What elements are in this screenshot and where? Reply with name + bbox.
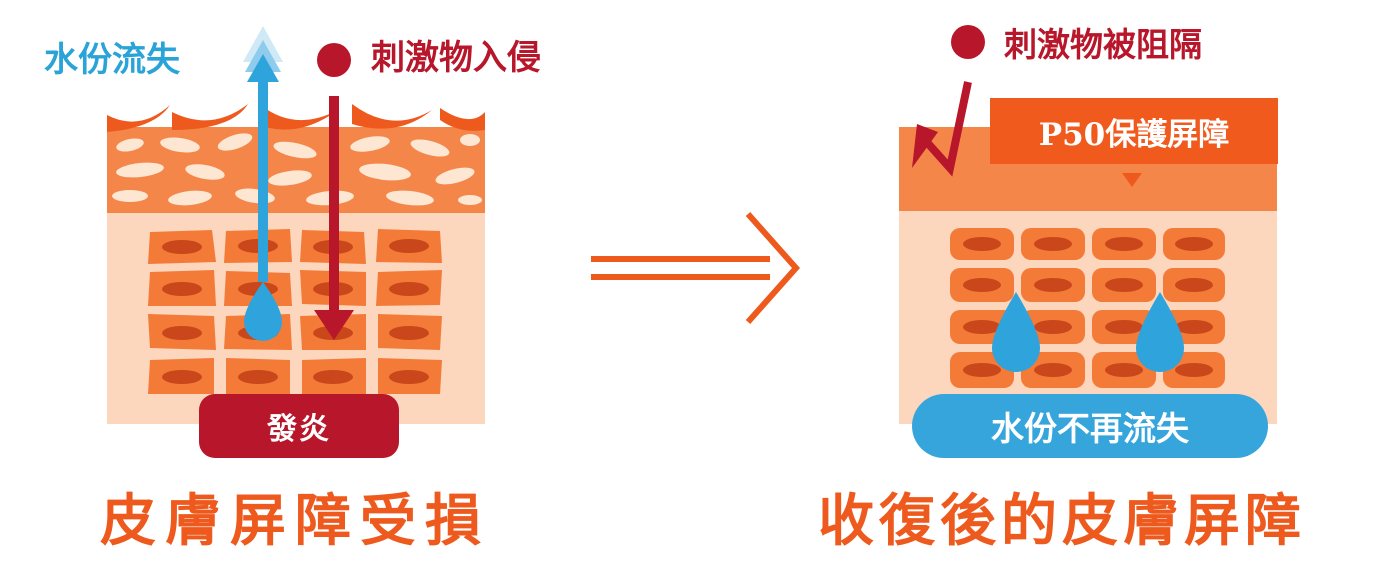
damaged-barrier-caption: 皮膚屏障受損 [100, 488, 490, 554]
irritant-blocked-label: 刺激物被阻隔 [1004, 25, 1202, 64]
water-loss-label: 水份流失 [44, 40, 180, 80]
damaged-surface-edge [107, 104, 485, 132]
red-dot-icon [951, 25, 985, 59]
damaged-skin-section [107, 26, 485, 424]
irritant-invasion-label: 刺激物入侵 [371, 38, 541, 78]
irritant-arrow [314, 43, 354, 340]
water-retained-badge: 水份不再流失 [912, 394, 1268, 458]
barrier-pointer [1122, 173, 1142, 187]
restored-skin-section [899, 25, 1277, 424]
p50-barrier-box: P50保護屏障 [990, 98, 1278, 164]
deflected-irritant-arrow [912, 81, 972, 177]
water-drop-icon [244, 282, 282, 341]
restored-barrier-caption: 收復後的皮膚屏障 [818, 488, 1306, 554]
water-drop-icon [992, 292, 1040, 372]
double-line-right-arrow-icon [591, 212, 801, 324]
healthy-cells [950, 228, 1225, 388]
p50-barrier-label: P50保護屏障 [1038, 116, 1230, 153]
water-drop-icon [1136, 292, 1184, 372]
red-dot-icon [317, 43, 351, 77]
water-loss-arrow [243, 26, 283, 341]
inflammation-badge: 發炎 [199, 394, 399, 458]
damaged-cells [148, 229, 442, 394]
